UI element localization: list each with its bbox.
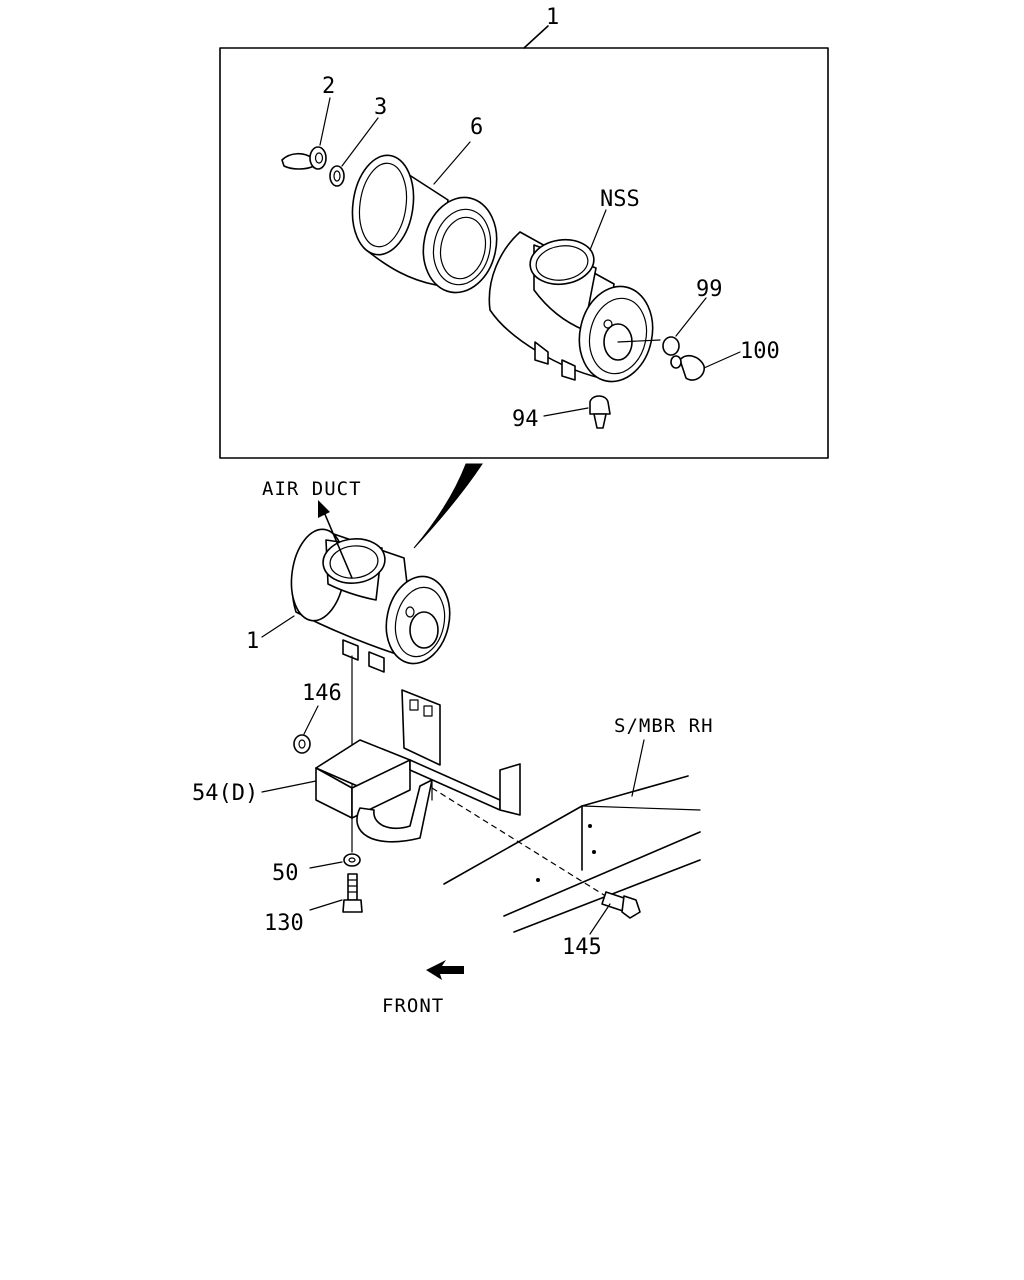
label-washer-b: 50 [272,861,299,886]
label-valve: 94 [512,407,539,432]
leader-wing-nut [319,97,331,146]
detail-arrow [413,463,483,549]
front-arrow [426,960,464,980]
leader-washer-b [309,861,343,869]
leader-element [433,141,471,185]
wing-nut-part [281,146,327,170]
air-duct-arrowhead [318,500,330,518]
indicator-part [670,354,705,381]
bolt-frame-centerline [431,787,613,901]
bolt-frame-part [601,891,641,919]
bolt-part [342,873,363,913]
leader-bolt [309,899,343,911]
label-bolt-frame: 145 [562,935,602,960]
leader-bracket [261,780,317,793]
leader-assy-bottom [261,615,295,638]
leader-side-member [631,739,645,797]
washer-part [329,165,345,187]
label-nut: 146 [302,681,342,706]
air-cleaner-assembly [290,528,451,673]
nut-part [293,734,311,754]
leader-housing [589,209,607,251]
filter-element-part [351,154,498,294]
caption-front: FRONT [382,995,444,1017]
label-assy-top: 1 [546,5,559,30]
leader-indicator [703,351,741,369]
bracket-part [315,689,521,843]
label-housing: NSS [600,187,640,212]
label-element: 6 [470,115,483,140]
cap-part [662,336,680,356]
label-assy-bottom: 1 [246,629,259,654]
caption-side-member: S/MBR RH [614,715,714,737]
leader-nut [303,705,319,735]
label-bolt: 130 [264,911,304,936]
housing-part [488,231,661,383]
caption-air-duct: AIR DUCT [262,478,362,500]
label-washer: 3 [374,95,387,120]
valve-part [589,395,611,429]
leader-valve [543,407,589,417]
label-cap: 99 [696,277,723,302]
label-wing-nut: 2 [322,74,335,99]
leader-washer [341,117,379,167]
label-indicator: 100 [740,339,780,364]
label-bracket: 54(D) [192,781,258,806]
leader-assy-top [523,25,549,49]
leader-cap [675,297,707,337]
air-duct-arrow [323,511,353,579]
washer-b-part [343,853,361,867]
leader-bolt-frame [589,903,611,935]
